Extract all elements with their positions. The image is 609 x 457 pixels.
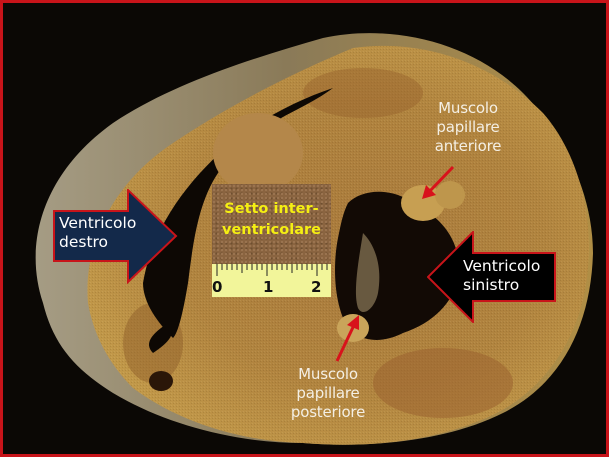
left-ventricle-label-line2: sinistro <box>463 276 520 294</box>
posterior-papillary-line2: papillare <box>296 384 360 402</box>
right-ventricle-arrow: Ventricolo destro <box>53 187 178 285</box>
anterior-papillary-label: Muscolo papillare anteriore <box>418 99 518 156</box>
posterior-papillary-line3: posteriore <box>290 403 366 421</box>
right-ventricle-label-line2: destro <box>59 233 109 251</box>
posterior-pointer-arrow-icon <box>335 315 359 362</box>
septum-label-box: Setto inter- ventricolare <box>212 184 331 264</box>
left-ventricle-label-line1: Ventricolo <box>463 257 541 275</box>
anterior-papillary-line2: papillare <box>436 118 500 136</box>
right-ventricle-label-line1: Ventricolo <box>59 214 137 232</box>
posterior-papillary-line1: Muscolo <box>298 365 358 383</box>
posterior-papillary-label: Muscolo papillare posteriore <box>278 365 378 422</box>
heart-cross-section-photo <box>35 33 593 445</box>
arrow-left-icon <box>426 229 556 325</box>
ruler-mark-2: 2 <box>311 278 322 296</box>
anterior-papillary-line1: Muscolo <box>438 99 498 117</box>
ruler-ticks <box>216 264 328 276</box>
left-ventricle-arrow: Ventricolo sinistro <box>426 229 557 325</box>
anterior-papillary-line3: anteriore <box>434 137 502 155</box>
ruler-mark-0: 0 <box>212 278 223 296</box>
ruler-mark-1: 1 <box>263 278 274 296</box>
arrow-right-icon <box>53 187 178 285</box>
septum-label-line2: ventricolare <box>222 222 321 238</box>
septum-label-line1: Setto inter- <box>224 201 319 217</box>
scale-ruler: 0 1 2 <box>212 264 331 297</box>
anterior-pointer-arrow-icon <box>422 165 455 199</box>
